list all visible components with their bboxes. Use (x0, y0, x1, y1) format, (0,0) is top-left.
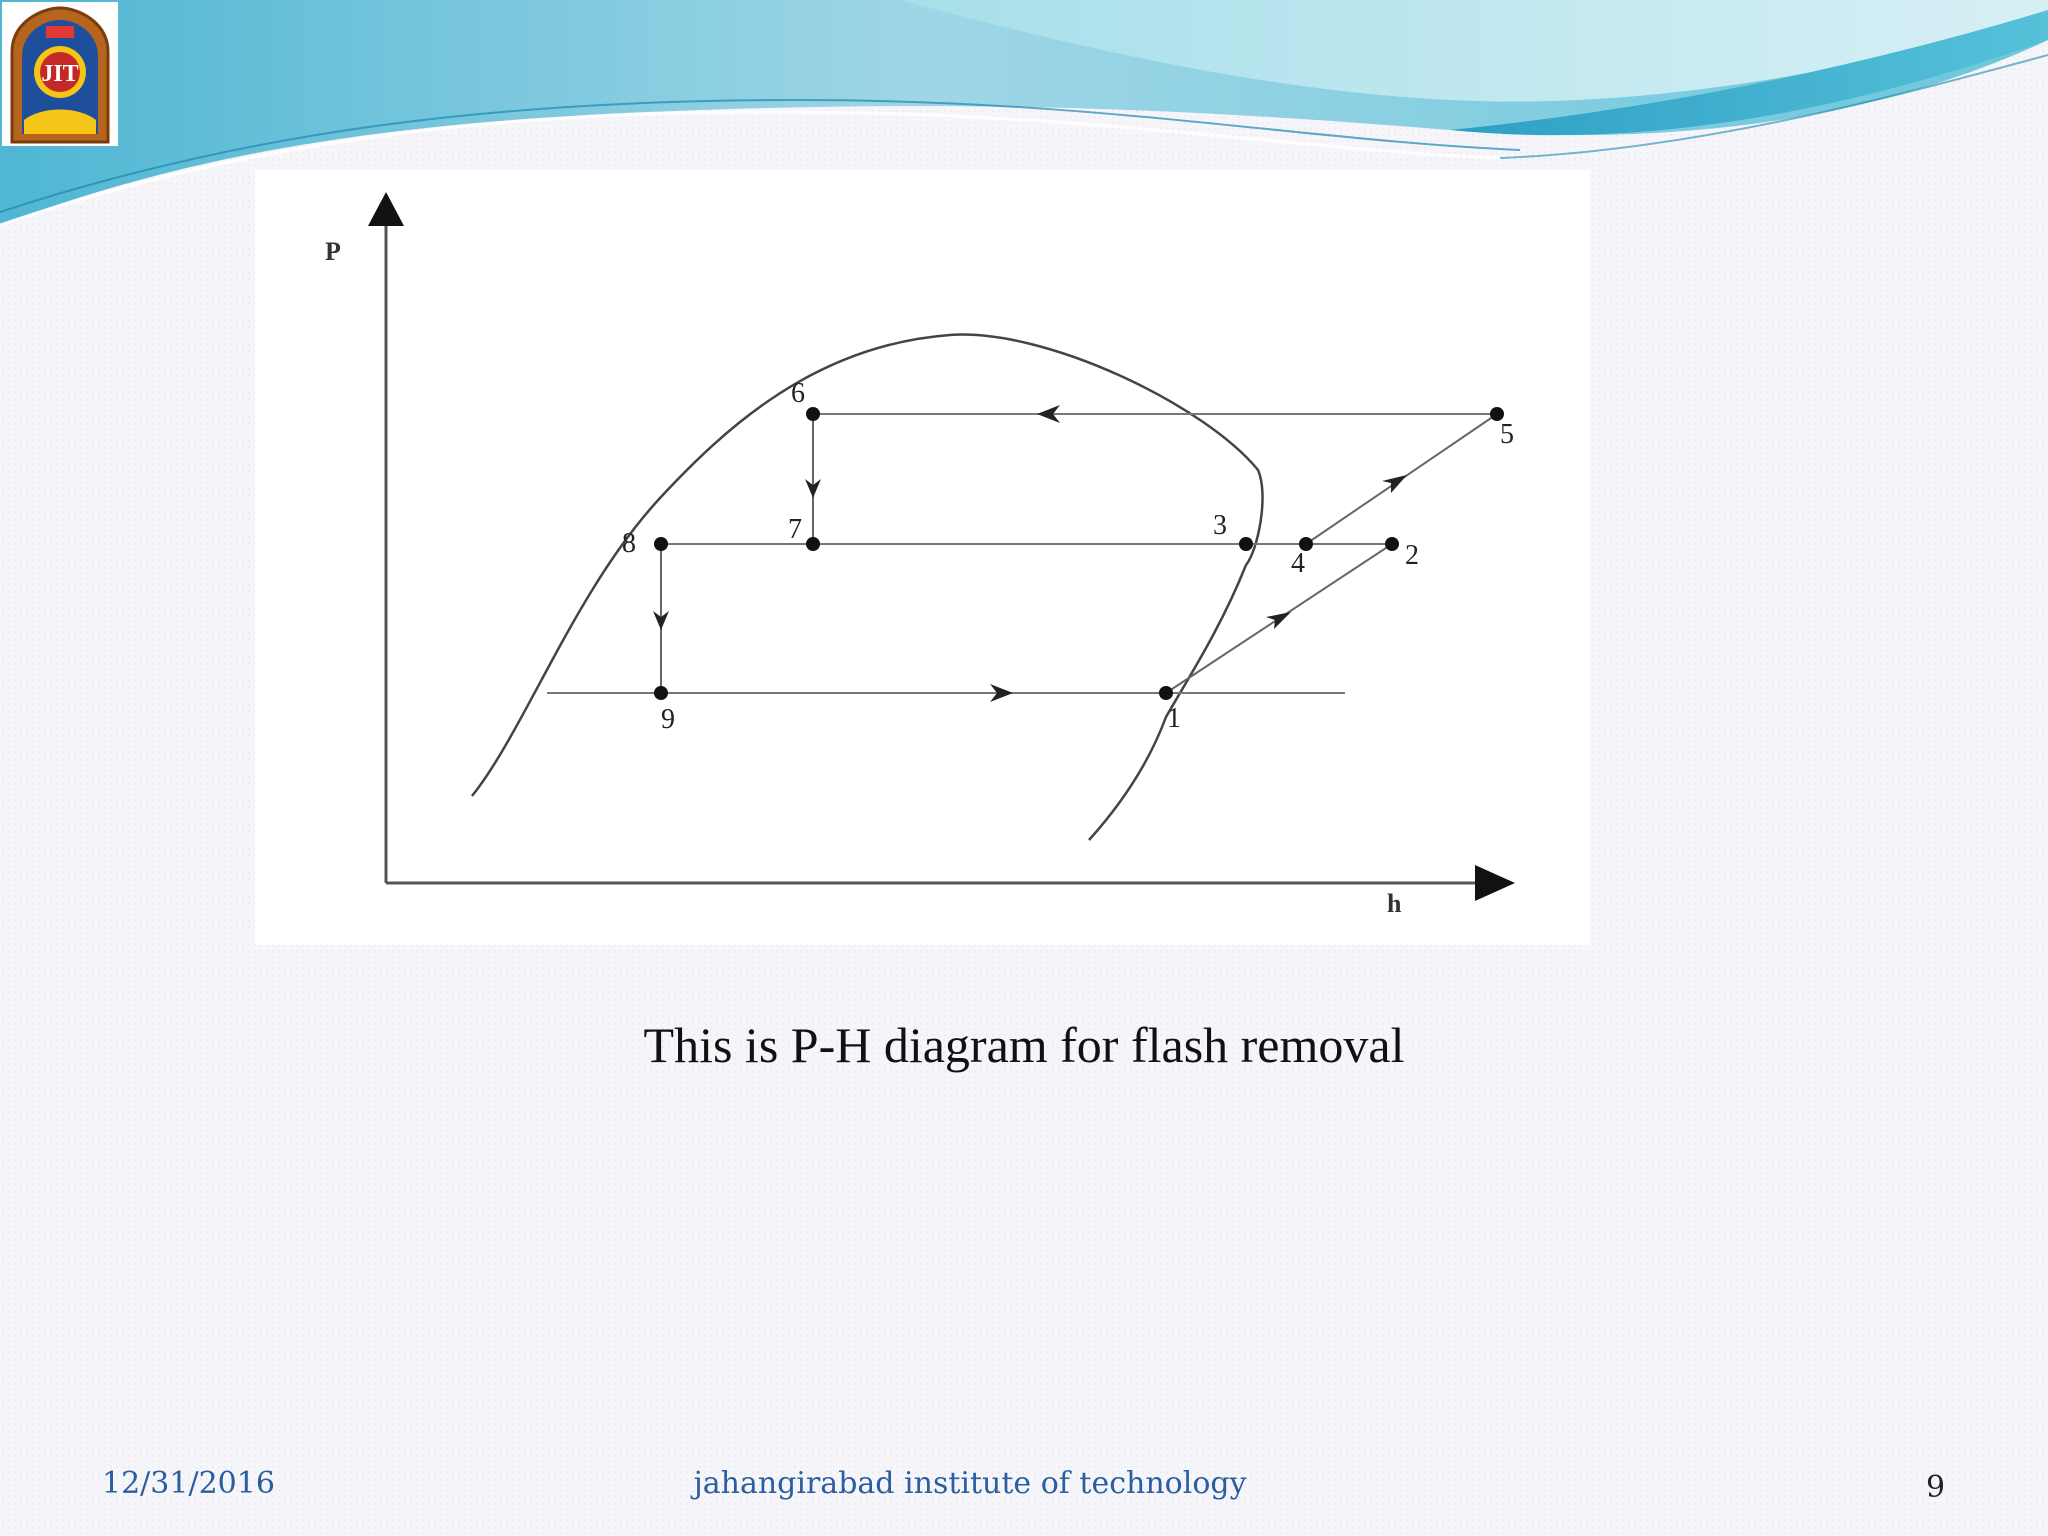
state-point-4 (1299, 537, 1313, 551)
state-point-2 (1385, 537, 1399, 551)
arrow-1-2 (1266, 612, 1291, 629)
point-label-4: 4 (1291, 548, 1305, 579)
footer-date: 12/31/2016 (102, 1466, 275, 1501)
point-label-9: 9 (661, 704, 675, 735)
arrow-6-7 (805, 479, 821, 498)
point-label-1: 1 (1167, 703, 1181, 734)
state-point-8 (654, 537, 668, 551)
arrow-9-1 (990, 684, 1013, 702)
y-axis-label: P (325, 237, 341, 266)
state-point-1 (1159, 686, 1173, 700)
point-label-7: 7 (788, 514, 802, 545)
header-wave-decoration (0, 0, 2048, 227)
arrow-4-5 (1382, 475, 1407, 493)
point-label-3: 3 (1213, 510, 1227, 541)
superheat-line (1088, 564, 1248, 841)
point-label-6: 6 (791, 378, 805, 409)
saturation-dome (471, 333, 1264, 797)
ph-diagram: P h (255, 170, 1590, 945)
institute-logo: JIT (2, 2, 118, 146)
arrow-5-6 (1037, 405, 1060, 423)
state-point-9 (654, 686, 668, 700)
state-point-7 (806, 537, 820, 551)
ph-diagram-svg: P h (325, 192, 1515, 918)
state-point-5 (1490, 407, 1504, 421)
x-axis-arrow (1475, 865, 1515, 901)
state-point-6 (806, 407, 820, 421)
footer-institute: jahangirabad institute of technology (693, 1466, 1247, 1501)
logo-text: JIT (41, 61, 78, 87)
arrow-8-9 (653, 611, 669, 630)
y-axis-arrow (368, 192, 404, 226)
x-axis-label: h (1387, 889, 1402, 918)
point-label-2: 2 (1405, 540, 1419, 571)
page-number: 9 (1926, 1470, 1946, 1505)
diagram-caption: This is P-H diagram for flash removal (643, 1017, 1405, 1073)
point-label-5: 5 (1500, 419, 1514, 450)
state-point-3 (1239, 537, 1253, 551)
point-label-8: 8 (622, 528, 636, 559)
